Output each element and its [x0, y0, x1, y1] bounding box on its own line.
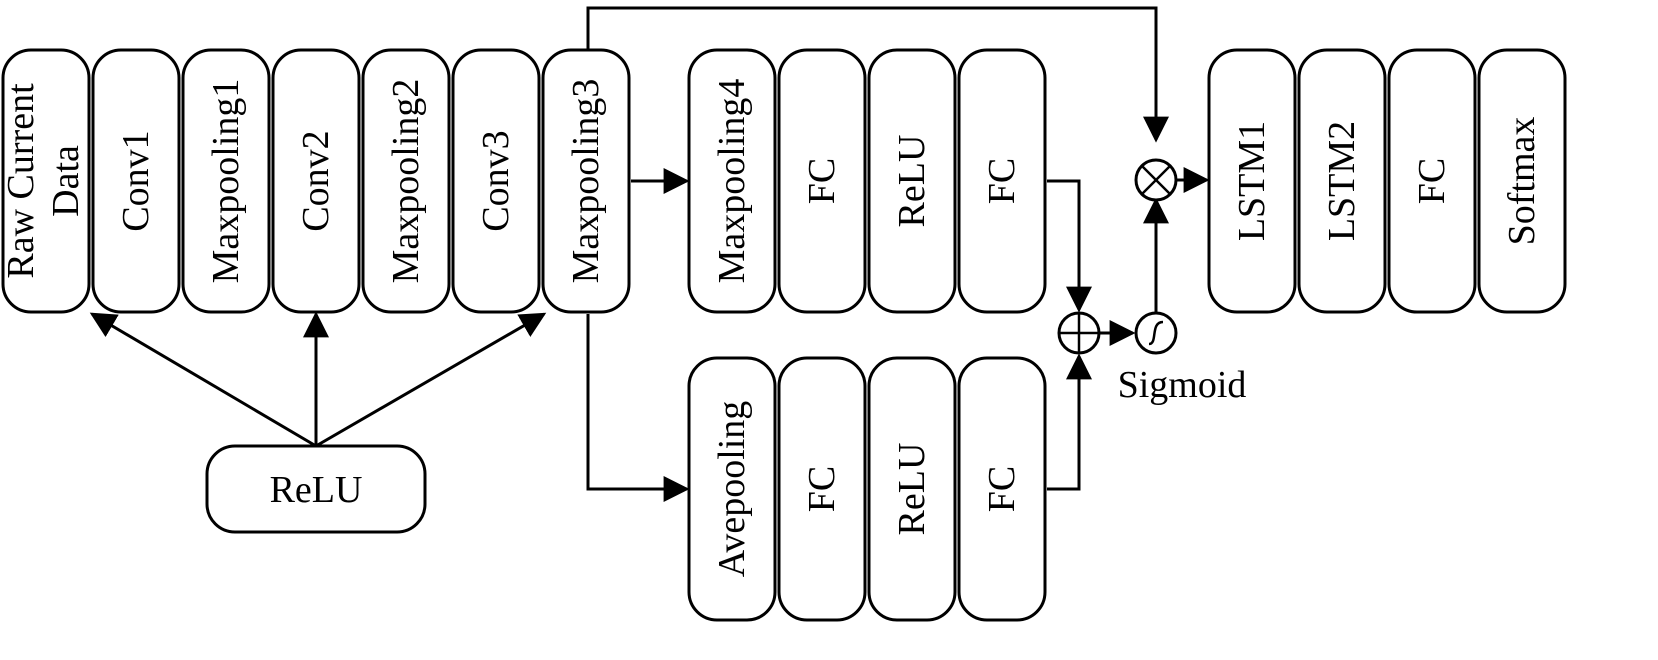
cnn-block-label: Maxpooling2	[385, 79, 427, 284]
max-branch-label: ReLU	[891, 135, 933, 228]
avg-branch-block-relu: ReLU	[867, 356, 957, 622]
input-label-line1: Raw Current	[0, 83, 42, 279]
input-label-line2: Data	[45, 145, 87, 217]
multiply-operator	[1134, 158, 1178, 202]
cnn-block-label: Conv1	[115, 130, 157, 231]
avg-branch-to-add-arrow	[1047, 353, 1092, 491]
classifier-label: LSTM1	[1231, 121, 1273, 241]
relu-to-conv1-arrow	[89, 312, 317, 448]
classifier-block-softmax: Softmax	[1477, 48, 1567, 314]
avg-branch-block-fc1: FC	[777, 356, 867, 622]
relu-label: ReLU	[270, 469, 363, 511]
classifier-block-lstm1: LSTM1	[1207, 48, 1297, 314]
max-branch-to-add-arrow	[1047, 179, 1092, 313]
cnn-block-maxpooling1: Maxpooling1	[181, 48, 271, 314]
max-branch-block-maxpooling4: Maxpooling4	[687, 48, 777, 314]
avg-branch-block-fc2: FC	[957, 356, 1047, 622]
cnn-block-label: Conv2	[295, 130, 337, 231]
relu-to-conv3-arrow	[315, 312, 547, 448]
input-block: Raw Current Data	[0, 48, 91, 314]
relu-block: ReLU	[205, 444, 427, 534]
cnn-block-label: Maxpooling3	[565, 79, 607, 284]
avg-branch-label: FC	[801, 466, 843, 512]
max-branch-block-relu: ReLU	[867, 48, 957, 314]
classifier-block-fc: FC	[1387, 48, 1477, 314]
max-branch-block-fc1: FC	[777, 48, 867, 314]
sigmoid-icon	[1134, 311, 1178, 355]
avg-branch-label: ReLU	[891, 443, 933, 536]
maxpool3-to-avepool-arrow	[586, 314, 690, 502]
avg-branch-block-avepooling: Avepooling	[687, 356, 777, 622]
max-branch-block-fc2: FC	[957, 48, 1047, 314]
cnn-block-conv1: Conv1	[91, 48, 181, 314]
classifier-label: FC	[1411, 158, 1453, 204]
cnn-block-maxpooling3: Maxpooling3	[541, 48, 631, 314]
classifier-label: Softmax	[1501, 117, 1543, 246]
add-operator	[1057, 311, 1101, 355]
classifier-label: LSTM2	[1321, 121, 1363, 241]
sigmoid-label: Sigmoid	[1118, 364, 1247, 406]
max-branch-label: Maxpooling4	[711, 79, 753, 284]
classifier-block-lstm2: LSTM2	[1297, 48, 1387, 314]
max-branch-label: FC	[801, 158, 843, 204]
cnn-block-maxpooling2: Maxpooling2	[361, 48, 451, 314]
avg-branch-label: FC	[981, 466, 1023, 512]
skip-connection-arrow	[586, 6, 1169, 143]
cnn-block-conv2: Conv2	[271, 48, 361, 314]
max-branch-label: FC	[981, 158, 1023, 204]
avg-branch-label: Avepooling	[711, 401, 753, 578]
cnn-block-conv3: Conv3	[451, 48, 541, 314]
cnn-block-label: Conv3	[475, 130, 517, 231]
cnn-block-label: Maxpooling1	[205, 79, 247, 284]
